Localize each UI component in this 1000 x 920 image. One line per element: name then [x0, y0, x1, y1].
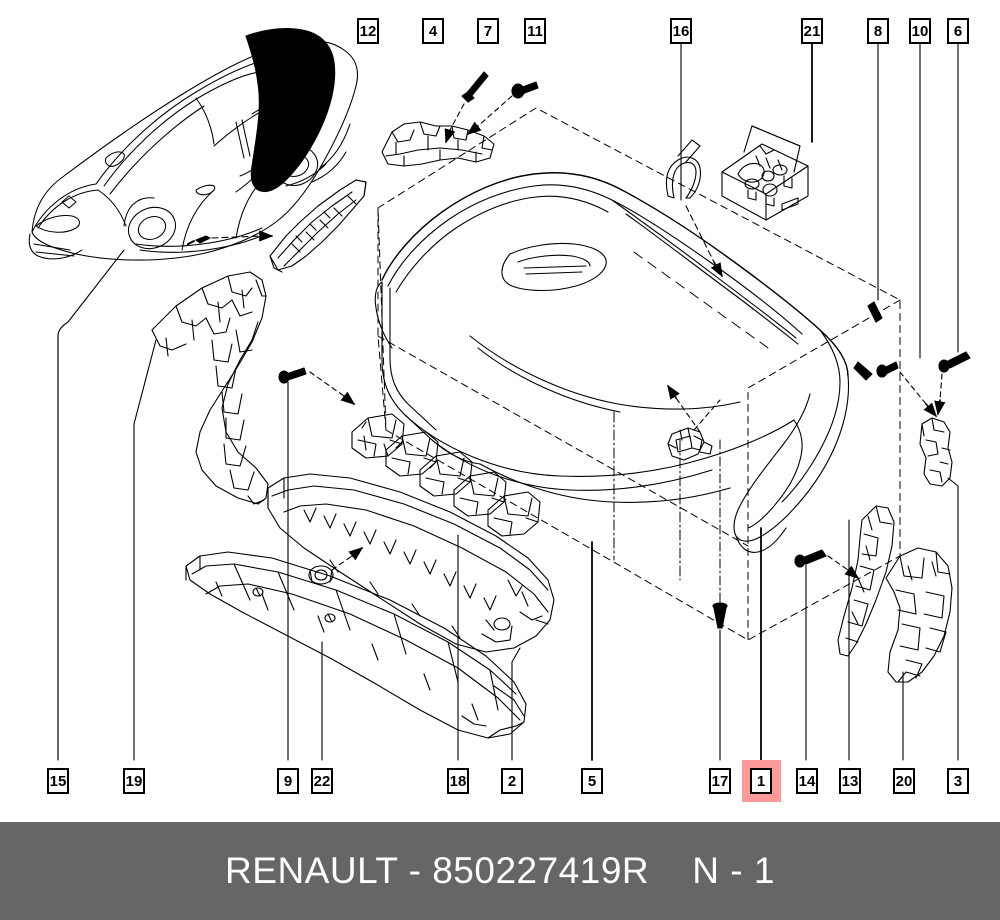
part-3-right-bracket: [919, 417, 953, 487]
callout-13[interactable]: 13: [839, 768, 861, 794]
callout-18[interactable]: 18: [447, 768, 469, 794]
callout-20[interactable]: 20: [893, 768, 915, 794]
callout-3[interactable]: 3: [947, 768, 969, 794]
technical-drawing-canvas: [28, 28, 971, 761]
part-21-clip-kit-box: [721, 125, 809, 221]
part-12-wheel-arch-extension: [269, 179, 367, 273]
part-16-tow-hook: [665, 139, 702, 199]
callout-11[interactable]: 11: [524, 18, 546, 44]
footer-bar: RENAULT - 850227419R N - 1: [0, 822, 1000, 920]
fasteners-to-part-4: [444, 71, 539, 144]
callout-10[interactable]: 10: [909, 18, 931, 44]
screw-to-part-12: [187, 230, 274, 245]
part-18-clip-strip: [351, 413, 541, 537]
part-1-rear-bumper-cover: [374, 107, 901, 641]
callout-22[interactable]: 22: [311, 768, 333, 794]
callout-5[interactable]: 5: [581, 768, 603, 794]
callout-12[interactable]: 12: [357, 18, 379, 44]
callout-2[interactable]: 2: [501, 768, 523, 794]
vehicle-illustration: [28, 28, 359, 261]
part-4-upper-bracket: [381, 121, 495, 167]
part-9-screw: [278, 367, 356, 761]
callout-15[interactable]: 15: [47, 768, 69, 794]
callout-19[interactable]: 19: [123, 768, 145, 794]
part-5-sensor-holder: [667, 427, 713, 461]
callout-9[interactable]: 9: [277, 768, 299, 794]
callout-6[interactable]: 6: [947, 18, 969, 44]
fasteners-right: [853, 43, 971, 418]
part-2-energy-absorber: [267, 473, 555, 653]
footer-text: RENAULT - 850227419R N - 1: [225, 850, 775, 891]
part-22-reinforcement-beam: [185, 551, 527, 739]
callout-8[interactable]: 8: [867, 18, 889, 44]
part-13-right-guide-rail: [837, 505, 895, 657]
part-17-screw: [712, 439, 728, 761]
part-14-screw: [794, 549, 860, 761]
part-19-left-bracket: [151, 271, 269, 505]
callout-4[interactable]: 4: [422, 18, 444, 44]
callout-21[interactable]: 21: [801, 18, 823, 44]
callout-7[interactable]: 7: [477, 18, 499, 44]
callout-17[interactable]: 17: [709, 768, 731, 794]
part-20-right-wheel-arch-bracket: [885, 547, 953, 683]
callout-14[interactable]: 14: [796, 768, 818, 794]
callout-16[interactable]: 16: [670, 18, 692, 44]
callout-1[interactable]: 1: [750, 768, 772, 794]
